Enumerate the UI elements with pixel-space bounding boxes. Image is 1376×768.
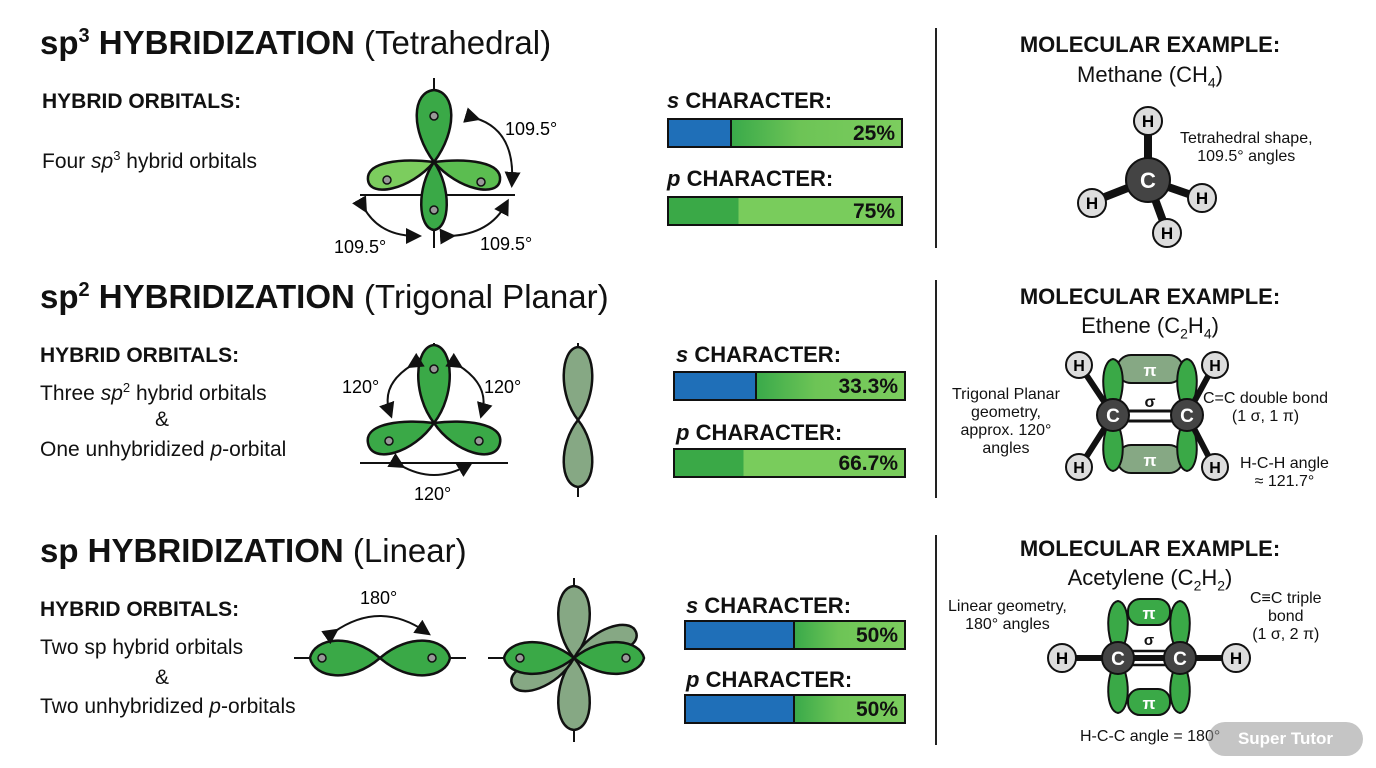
s-fill [686,622,795,648]
svg-text:H: H [1161,224,1173,243]
s-character-bar: 50% [684,620,906,650]
sp-title: sp HYBRIDIZATION (Linear) [40,532,467,569]
acetylene-angle-note: H-C-C angle = 180° [1080,728,1221,745]
svg-text:σ: σ [1144,632,1154,649]
sp3-orbital-diagram: 109.5° 109.5° 109.5° [334,78,557,257]
svg-text:H: H [1209,460,1221,477]
sp-orbital-diagram: 180° [294,578,646,742]
hybrid-orbitals-label: HYBRID ORBITALS: [42,90,242,113]
svg-text:H: H [1196,189,1208,208]
s-fill [669,120,732,146]
p-value: 50% [855,698,898,721]
angle-label: 120° [484,377,521,397]
hybrid-description-2: Two unhybridized p-orbitals [40,695,296,718]
p-character-bar: 50% [684,694,906,724]
column-divider [935,280,937,498]
svg-text:C: C [1173,649,1187,670]
s-value: 33.3% [838,375,898,398]
p-value: 75% [852,200,895,223]
molecular-example-heading: MOLECULAR EXAMPLE: [1019,32,1281,57]
molecule-name: Methane (CH4) [1077,62,1223,91]
svg-text:C: C [1111,649,1125,670]
hybrid-description: Two sp hybrid orbitals [40,636,244,659]
svg-text:C: C [1180,406,1194,427]
ethene-model: C C π π σ H H H H [1065,351,1229,481]
p-character-label: p CHARACTER: [667,166,834,191]
svg-text:H: H [1056,649,1068,668]
svg-text:H: H [1230,649,1242,668]
hybrid-description-2: One unhybridized p-orbital [40,438,287,461]
sp2-orbital-diagram: 120° 120° 120° [342,343,594,504]
s-character-label: s CHARACTER: [667,88,833,113]
angle-label: 109.5° [480,234,532,254]
svg-text:σ: σ [1145,394,1156,411]
s-character-label: s CHARACTER: [676,342,842,367]
p-value: 66.7% [838,452,898,475]
molecular-example-heading: MOLECULAR EXAMPLE: [1019,284,1281,309]
ethene-angle-note: H-C-H angle≈ 121.7° [1240,455,1329,490]
molecule-name: Ethene (C2H4) [1081,313,1219,342]
s-fill [675,373,758,399]
svg-text:π: π [1142,604,1155,623]
sp2-section: sp2 HYBRIDIZATION (Trigonal Planar) HYBR… [40,278,1329,504]
svg-text:H: H [1073,460,1085,477]
angle-label: 109.5° [505,119,557,139]
svg-text:π: π [1142,694,1155,713]
svg-text:H: H [1142,112,1154,131]
svg-text:H: H [1073,358,1085,375]
hybrid-description: Three sp2 hybrid orbitals [40,380,267,405]
angle-label: 120° [342,377,379,397]
molecule-name: Acetylene (C2H2) [1067,565,1233,594]
p-fill [675,450,904,476]
p-fill [795,696,904,722]
column-divider [935,28,937,248]
p-character-label: p CHARACTER: [686,667,853,692]
ampersand: & [155,408,170,431]
methane-model: C H H H H [1077,106,1217,248]
svg-text:π: π [1143,451,1156,470]
s-value: 25% [852,122,895,145]
ethene-bond-note: C=C double bond(1 σ, 1 π) [1203,390,1328,425]
sp3-title: sp3 HYBRIDIZATION (Tetrahedral) [40,24,552,61]
svg-text:H: H [1086,194,1098,213]
svg-text:C: C [1106,406,1120,427]
acetylene-geometry-note: Linear geometry,180° angles [948,598,1067,633]
molecular-example-heading: MOLECULAR EXAMPLE: [1019,536,1281,561]
p-fill [669,198,901,224]
p-character-label: p CHARACTER: [676,420,843,445]
angle-label: 109.5° [334,237,386,257]
methane-note: Tetrahedral shape,109.5° angles [1180,130,1313,165]
sp3-section: sp3 HYBRIDIZATION (Tetrahedral) HYBRID O… [0,0,1376,260]
s-character-bar: 33.3% [673,371,906,401]
p-character-bar: 66.7% [673,448,906,478]
svg-text:H: H [1209,358,1221,375]
angle-label: 120° [414,484,451,504]
s-value: 50% [855,624,898,647]
svg-text:C: C [1140,168,1156,193]
p-blue-fill [686,696,795,722]
hybrid-description: Four sp3 hybrid orbitals [42,148,257,173]
hybrid-orbitals-label: HYBRID ORBITALS: [40,344,240,367]
hybrid-orbitals-label: HYBRID ORBITALS: [40,598,240,621]
ampersand: & [155,666,170,689]
watermark: Super Tutor [1208,722,1363,756]
s-character-label: s CHARACTER: [686,593,852,618]
acetylene-model: C C π π σ H H [1047,598,1251,716]
column-divider [935,535,937,745]
p-character-bar: 75% [667,196,903,226]
svg-text:π: π [1143,361,1156,380]
s-character-bar: 25% [667,118,903,148]
angle-label: 180° [360,588,397,608]
sp2-title: sp2 HYBRIDIZATION (Trigonal Planar) [40,278,609,315]
